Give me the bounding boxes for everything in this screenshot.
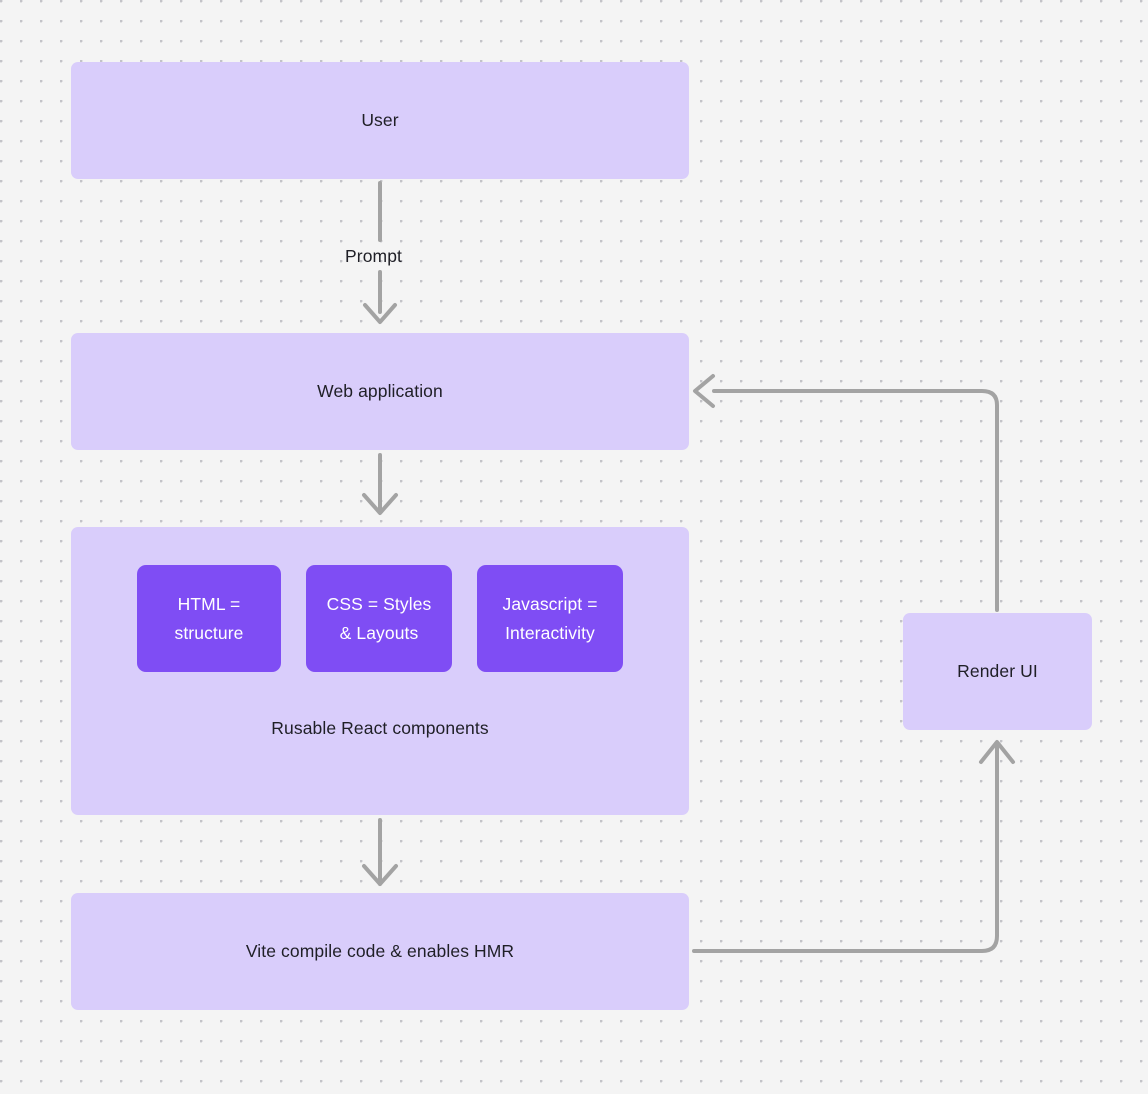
- chip-css[interactable]: CSS = Styles & Layouts: [306, 565, 452, 672]
- chip-row: HTML = structure CSS = Styles & Layouts …: [137, 565, 623, 672]
- node-web-application-label: Web application: [317, 380, 443, 401]
- edge-vite-to-render: [692, 740, 1015, 953]
- node-user[interactable]: User: [71, 62, 689, 179]
- edge-group-to-vite: [362, 818, 398, 886]
- node-user-label: User: [361, 109, 399, 130]
- chip-css-label: CSS = Styles & Layouts: [326, 593, 432, 643]
- edge-webapp-to-group: [362, 453, 398, 515]
- node-vite-label: Vite compile code & enables HMR: [245, 940, 515, 961]
- edge-render-to-webapp: [693, 374, 999, 612]
- chip-javascript-label: Javascript = Interactivity: [502, 593, 598, 643]
- chip-html-label: HTML = structure: [174, 593, 244, 643]
- node-react-components-group[interactable]: HTML = structure CSS = Styles & Layouts …: [71, 527, 689, 815]
- node-web-application[interactable]: Web application: [71, 333, 689, 450]
- chip-javascript[interactable]: Javascript = Interactivity: [477, 565, 623, 672]
- node-vite[interactable]: Vite compile code & enables HMR: [71, 893, 689, 1010]
- node-render-ui[interactable]: Render UI: [903, 613, 1092, 730]
- chip-html[interactable]: HTML = structure: [137, 565, 281, 672]
- edge-label-prompt: Prompt: [345, 246, 403, 266]
- group-caption: Rusable React components: [271, 718, 489, 738]
- node-render-ui-label: Render UI: [957, 660, 1038, 681]
